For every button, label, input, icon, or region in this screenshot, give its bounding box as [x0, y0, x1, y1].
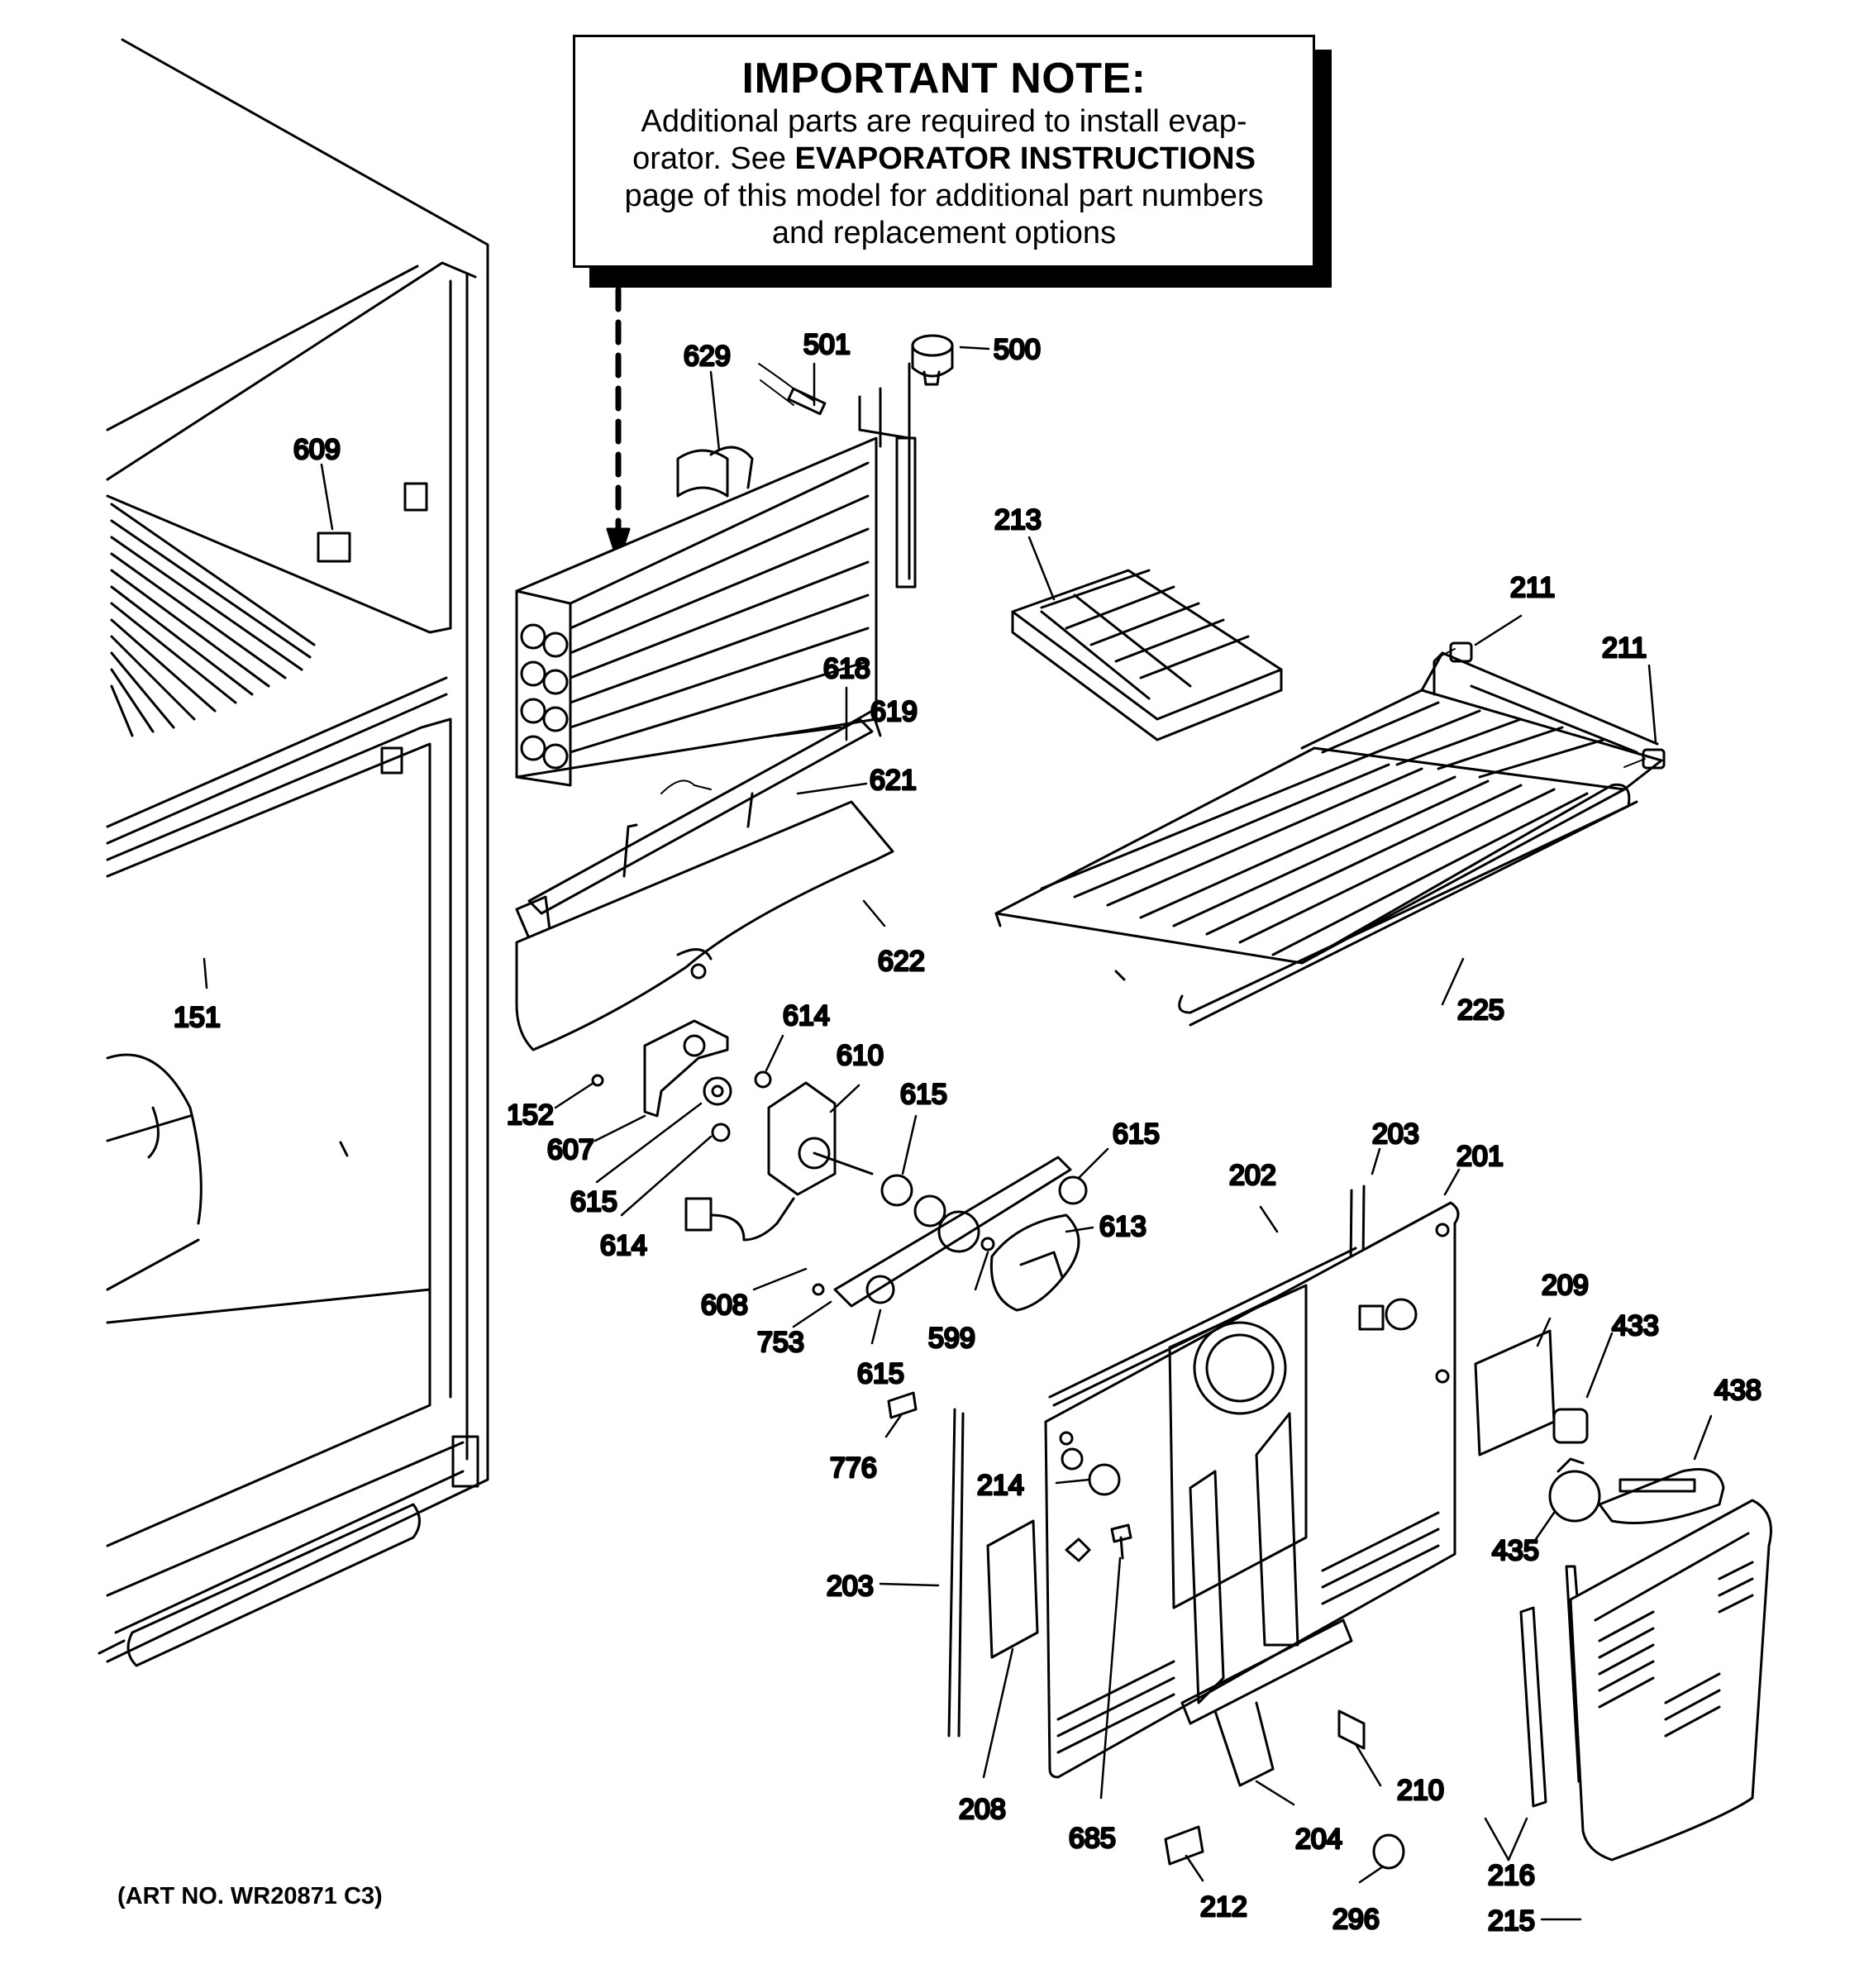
- callout-433: 433: [1612, 1310, 1659, 1342]
- art-number: (ART NO. WR20871 C3): [117, 1883, 383, 1909]
- callout-615: 615: [857, 1358, 904, 1390]
- note-line-3: page of this model for additional part n…: [624, 179, 1264, 213]
- callout-203: 203: [1372, 1118, 1419, 1150]
- callout-613: 613: [1099, 1211, 1147, 1242]
- callout-201: 201: [1456, 1141, 1504, 1172]
- callout-618: 618: [823, 653, 870, 684]
- callout-629: 629: [684, 341, 731, 372]
- callout-619: 619: [870, 696, 918, 727]
- callout-753: 753: [757, 1327, 804, 1358]
- callout-607: 607: [547, 1134, 594, 1166]
- callout-204: 204: [1295, 1824, 1342, 1855]
- note-line-4: and replacement options: [771, 216, 1117, 250]
- callout-202: 202: [1229, 1160, 1276, 1191]
- callout-151: 151: [174, 1002, 221, 1033]
- callout-labels: 629 501 500 609 213 211 211 618 619 621 …: [173, 328, 1763, 1938]
- evap-cover-drawing: [887, 1185, 1460, 1779]
- callout-776: 776: [830, 1452, 877, 1484]
- evaporator-instructions-link-text: EVAPORATOR INSTRUCTIONS: [794, 141, 1256, 176]
- callout-211: 211: [1602, 632, 1647, 664]
- wire-shelf-drawing: [994, 641, 1666, 1027]
- callout-152: 152: [507, 1099, 554, 1131]
- note-line-2: orator. See EVAPORATOR INSTRUCTIONS: [575, 141, 1313, 178]
- callout-609: 609: [293, 434, 341, 465]
- callout-501: 501: [803, 329, 851, 360]
- light-assembly-drawing: [1474, 1329, 1772, 1862]
- callout-608: 608: [701, 1290, 748, 1321]
- callout-210: 210: [1397, 1775, 1444, 1806]
- callout-211: 211: [1510, 572, 1555, 603]
- note-line-1: Additional parts are required to install…: [641, 104, 1247, 139]
- callout-615: 615: [1113, 1118, 1160, 1150]
- callout-614: 614: [783, 1000, 830, 1032]
- callout-500: 500: [994, 334, 1041, 365]
- brackets-drawing: [1164, 1619, 1405, 1870]
- callout-215: 215: [1488, 1905, 1535, 1937]
- callout-213: 213: [994, 504, 1042, 536]
- callout-214: 214: [977, 1470, 1024, 1501]
- callout-216: 216: [1488, 1860, 1535, 1891]
- callout-615: 615: [570, 1186, 617, 1218]
- callout-225: 225: [1457, 994, 1504, 1026]
- callout-615: 615: [900, 1079, 947, 1110]
- note-line-2-text: orator. See: [632, 141, 795, 176]
- callout-614: 614: [600, 1230, 647, 1261]
- leader-lines: [203, 346, 1713, 1921]
- callout-621: 621: [870, 765, 917, 796]
- callout-622: 622: [878, 946, 925, 977]
- callout-209: 209: [1542, 1270, 1589, 1301]
- callout-599: 599: [928, 1323, 975, 1354]
- callout-208: 208: [959, 1794, 1006, 1825]
- callout-212: 212: [1200, 1891, 1247, 1923]
- callout-203: 203: [827, 1571, 874, 1602]
- ice-tray-drawing: [1011, 569, 1283, 741]
- note-title: IMPORTANT NOTE:: [741, 55, 1147, 102]
- heater-drawing: [515, 709, 894, 1051]
- cabinet-drawing: [98, 38, 489, 1667]
- callout-296: 296: [1332, 1904, 1380, 1935]
- evaporator-drawing: [515, 286, 954, 787]
- callout-438: 438: [1714, 1375, 1762, 1406]
- callout-435: 435: [1492, 1535, 1539, 1566]
- callout-610: 610: [837, 1040, 884, 1071]
- callout-685: 685: [1069, 1823, 1116, 1854]
- important-note-box: IMPORTANT NOTE: Additional parts are req…: [573, 35, 1315, 268]
- fan-motor-drawing: [591, 1019, 1088, 1312]
